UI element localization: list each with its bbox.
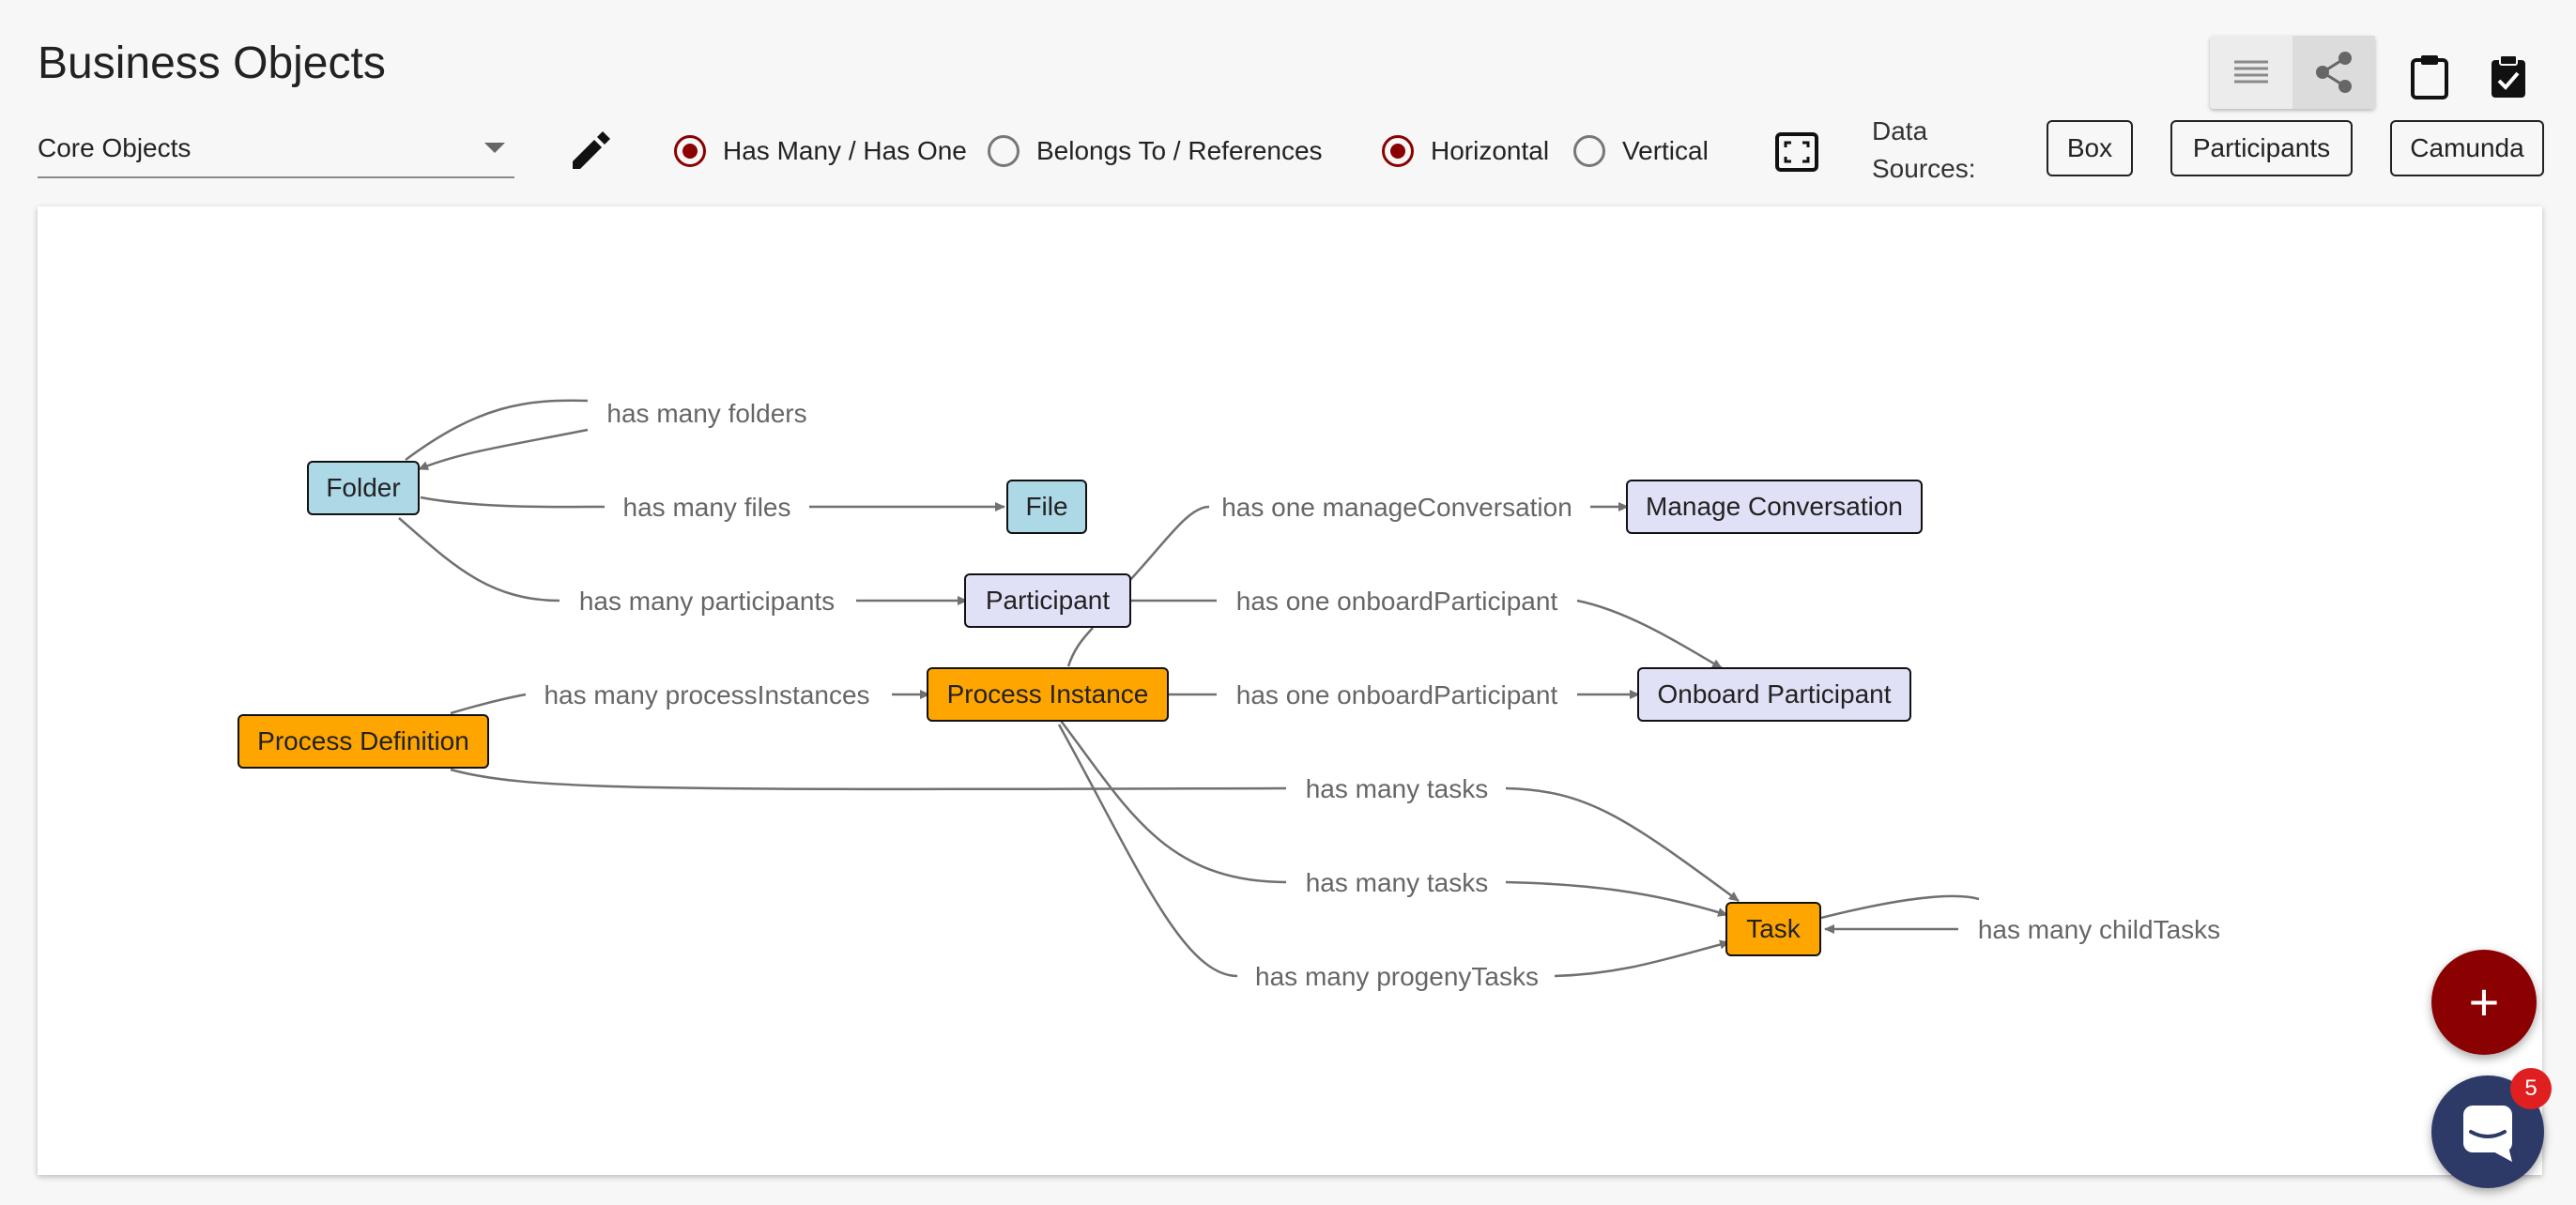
list-icon (2234, 60, 2268, 84)
diagram-select-value: Core Objects (38, 133, 192, 162)
edge-label: has many progenyTasks (1255, 962, 1539, 991)
edge-label: has many participants (578, 587, 836, 616)
edge-instance-progeny (1057, 724, 1238, 978)
diagram-canvas[interactable]: has many folders has many files has many… (38, 206, 2542, 1175)
radio-circle (674, 135, 706, 167)
view-toggle (2210, 36, 2375, 109)
radio-label: Belongs To / References (1036, 136, 1323, 165)
node-task[interactable]: Task (1725, 902, 1821, 956)
node-folder[interactable]: Folder (307, 461, 420, 515)
edge-folder-folders (418, 428, 589, 471)
edit-button[interactable] (567, 130, 612, 179)
radio-circle (988, 135, 1020, 167)
chevron-down-icon (484, 143, 505, 153)
edge-label: has many childTasks (1977, 915, 2221, 944)
radio-label: Has Many / Has One (723, 136, 967, 165)
data-source-participants[interactable]: Participants (2170, 120, 2353, 176)
data-sources-label: Data Sources: (1872, 116, 1976, 183)
node-onboard-participant[interactable]: Onboard Participant (1637, 667, 1911, 722)
edge-definition-tasks (1505, 786, 1740, 903)
radio-label: Vertical (1622, 136, 1709, 165)
edge-label: has many files (622, 493, 791, 522)
radio-belongs-to[interactable]: Belongs To / References (988, 135, 1323, 167)
edge-label: has many tasks (1305, 868, 1489, 897)
data-source-camunda[interactable]: Camunda (2390, 120, 2544, 176)
chat-unread-badge: 5 (2510, 1068, 2552, 1109)
edge-definition-instances (450, 693, 527, 715)
radio-circle (1382, 135, 1414, 167)
edge-instance-tasks (1505, 880, 1728, 917)
node-process-definition[interactable]: Process Definition (238, 714, 489, 769)
clipboard-icon (2411, 55, 2448, 99)
fit-screen-icon (1775, 132, 1818, 172)
clipboard-button[interactable] (2407, 53, 2452, 104)
diagram-select[interactable]: Core Objects (38, 130, 514, 178)
clipboard-check-button[interactable] (2486, 53, 2531, 104)
edge-folder-files (420, 496, 606, 509)
radio-vertical[interactable]: Vertical (1573, 135, 1709, 167)
graph-view-button[interactable] (2292, 36, 2375, 109)
edge-label: has one onboardParticipant (1235, 680, 1558, 709)
edge-participant-manage (1127, 505, 1210, 583)
list-view-button[interactable] (2210, 36, 2292, 109)
radio-circle (1573, 135, 1605, 167)
node-file[interactable]: File (1006, 480, 1087, 534)
edge-instance-progeny (1554, 939, 1730, 978)
node-participant[interactable]: Participant (964, 573, 1131, 628)
node-manage-conversation[interactable]: Manage Conversation (1626, 480, 1923, 534)
page-title: Business Objects (38, 38, 386, 88)
edge-label: has many processInstances (544, 680, 870, 709)
radio-horizontal[interactable]: Horizontal (1382, 135, 1549, 167)
edge-instance-tasks (1060, 720, 1287, 884)
data-source-box[interactable]: Box (2047, 120, 2133, 176)
edges-layer (398, 399, 1980, 978)
edge-participant-instance (1066, 627, 1094, 667)
edge-task-children (1820, 894, 1980, 920)
share-icon (2316, 52, 2352, 93)
edge-folder-folders (405, 399, 589, 462)
edge-label: has one manageConversation (1221, 493, 1572, 522)
pencil-icon (573, 131, 610, 169)
fit-screen-button[interactable] (1774, 131, 1819, 177)
node-process-instance[interactable]: Process Instance (927, 667, 1169, 722)
plus-icon: + (2468, 972, 2500, 1031)
edge-definition-tasks (450, 768, 1287, 791)
radio-has-many[interactable]: Has Many / Has One (674, 135, 967, 167)
clipboard-check-icon (2492, 54, 2525, 98)
chat-icon (2463, 1106, 2512, 1162)
add-button[interactable]: + (2431, 950, 2537, 1055)
edge-folder-participants (398, 517, 560, 602)
edge-label: has one onboardParticipant (1235, 587, 1558, 616)
radio-label: Horizontal (1431, 136, 1550, 165)
edge-label: has many folders (606, 399, 807, 428)
edge-label: has many tasks (1305, 774, 1489, 803)
edge-participant-onboard (1576, 599, 1723, 670)
